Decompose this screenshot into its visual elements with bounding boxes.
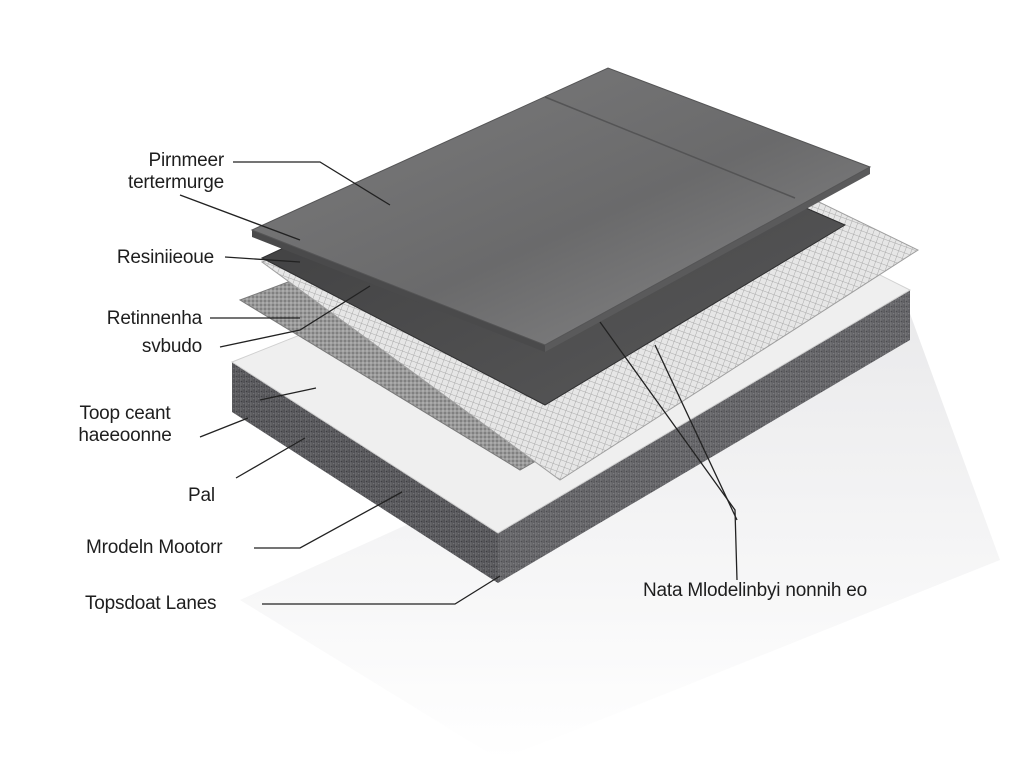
label-topcoat-membrane: Toop ceant haeeoonne [60,403,190,447]
leader-primer-2 [179,194,301,241]
label-reinforcement-line-2: svbudo [141,336,202,357]
leader-primer-1 [233,161,391,206]
label-modern-motor: Mrodeln Mootorr [86,537,223,559]
label-topcoat-lanes-line-1: Topsdoat Lanes [85,593,217,614]
label-reinforcement: Retinnenha svbudo [107,308,202,358]
label-pal-line-1: Pal [188,485,215,506]
floor-reflection [240,300,1000,760]
label-modern-motor-line-1: Mrodeln Mootorr [86,537,223,558]
primer-panel [250,67,872,346]
label-topcoat-membrane-line-1: Toop ceant [79,403,171,424]
leader-nata-2 [654,344,738,521]
label-pal: Pal [188,485,215,507]
leader-resin [224,256,301,263]
leader-lines [179,161,738,605]
label-resin-line-1: Resiniieoue [116,247,214,268]
leader-reinforcement-2 [219,285,371,348]
label-resin: Resiniieoue [117,247,214,269]
label-primer: Pirnmeer tertermurge [128,150,224,194]
base-side-front [232,362,498,583]
leader-modern [254,491,403,549]
label-primer-line-2: tertermurge [127,172,224,193]
label-nata-model: Nata Mlodelinbyi nonnih eo [643,580,867,602]
label-reinforcement-line-1: Retinnenha [106,308,202,329]
leader-topcoat-2 [259,387,317,401]
primer-panel-seam [544,96,796,199]
leader-pal [235,437,306,479]
label-topcoat-lanes: Topsdoat Lanes [85,593,217,615]
primer-panel-edge-right [545,167,870,352]
leader-nata-1 [599,321,738,581]
primer-panel-edge [252,230,545,352]
leader-topcoat [199,417,249,438]
base-side-right [498,290,910,583]
label-primer-line-1: Pirnmeer [148,150,225,171]
leader-topcoat-lanes [262,575,501,605]
label-nata-model-line-1: Nata Mlodelinbyi nonnih eo [643,580,868,601]
label-topcoat-membrane-line-2: haeeoonne [78,425,172,446]
